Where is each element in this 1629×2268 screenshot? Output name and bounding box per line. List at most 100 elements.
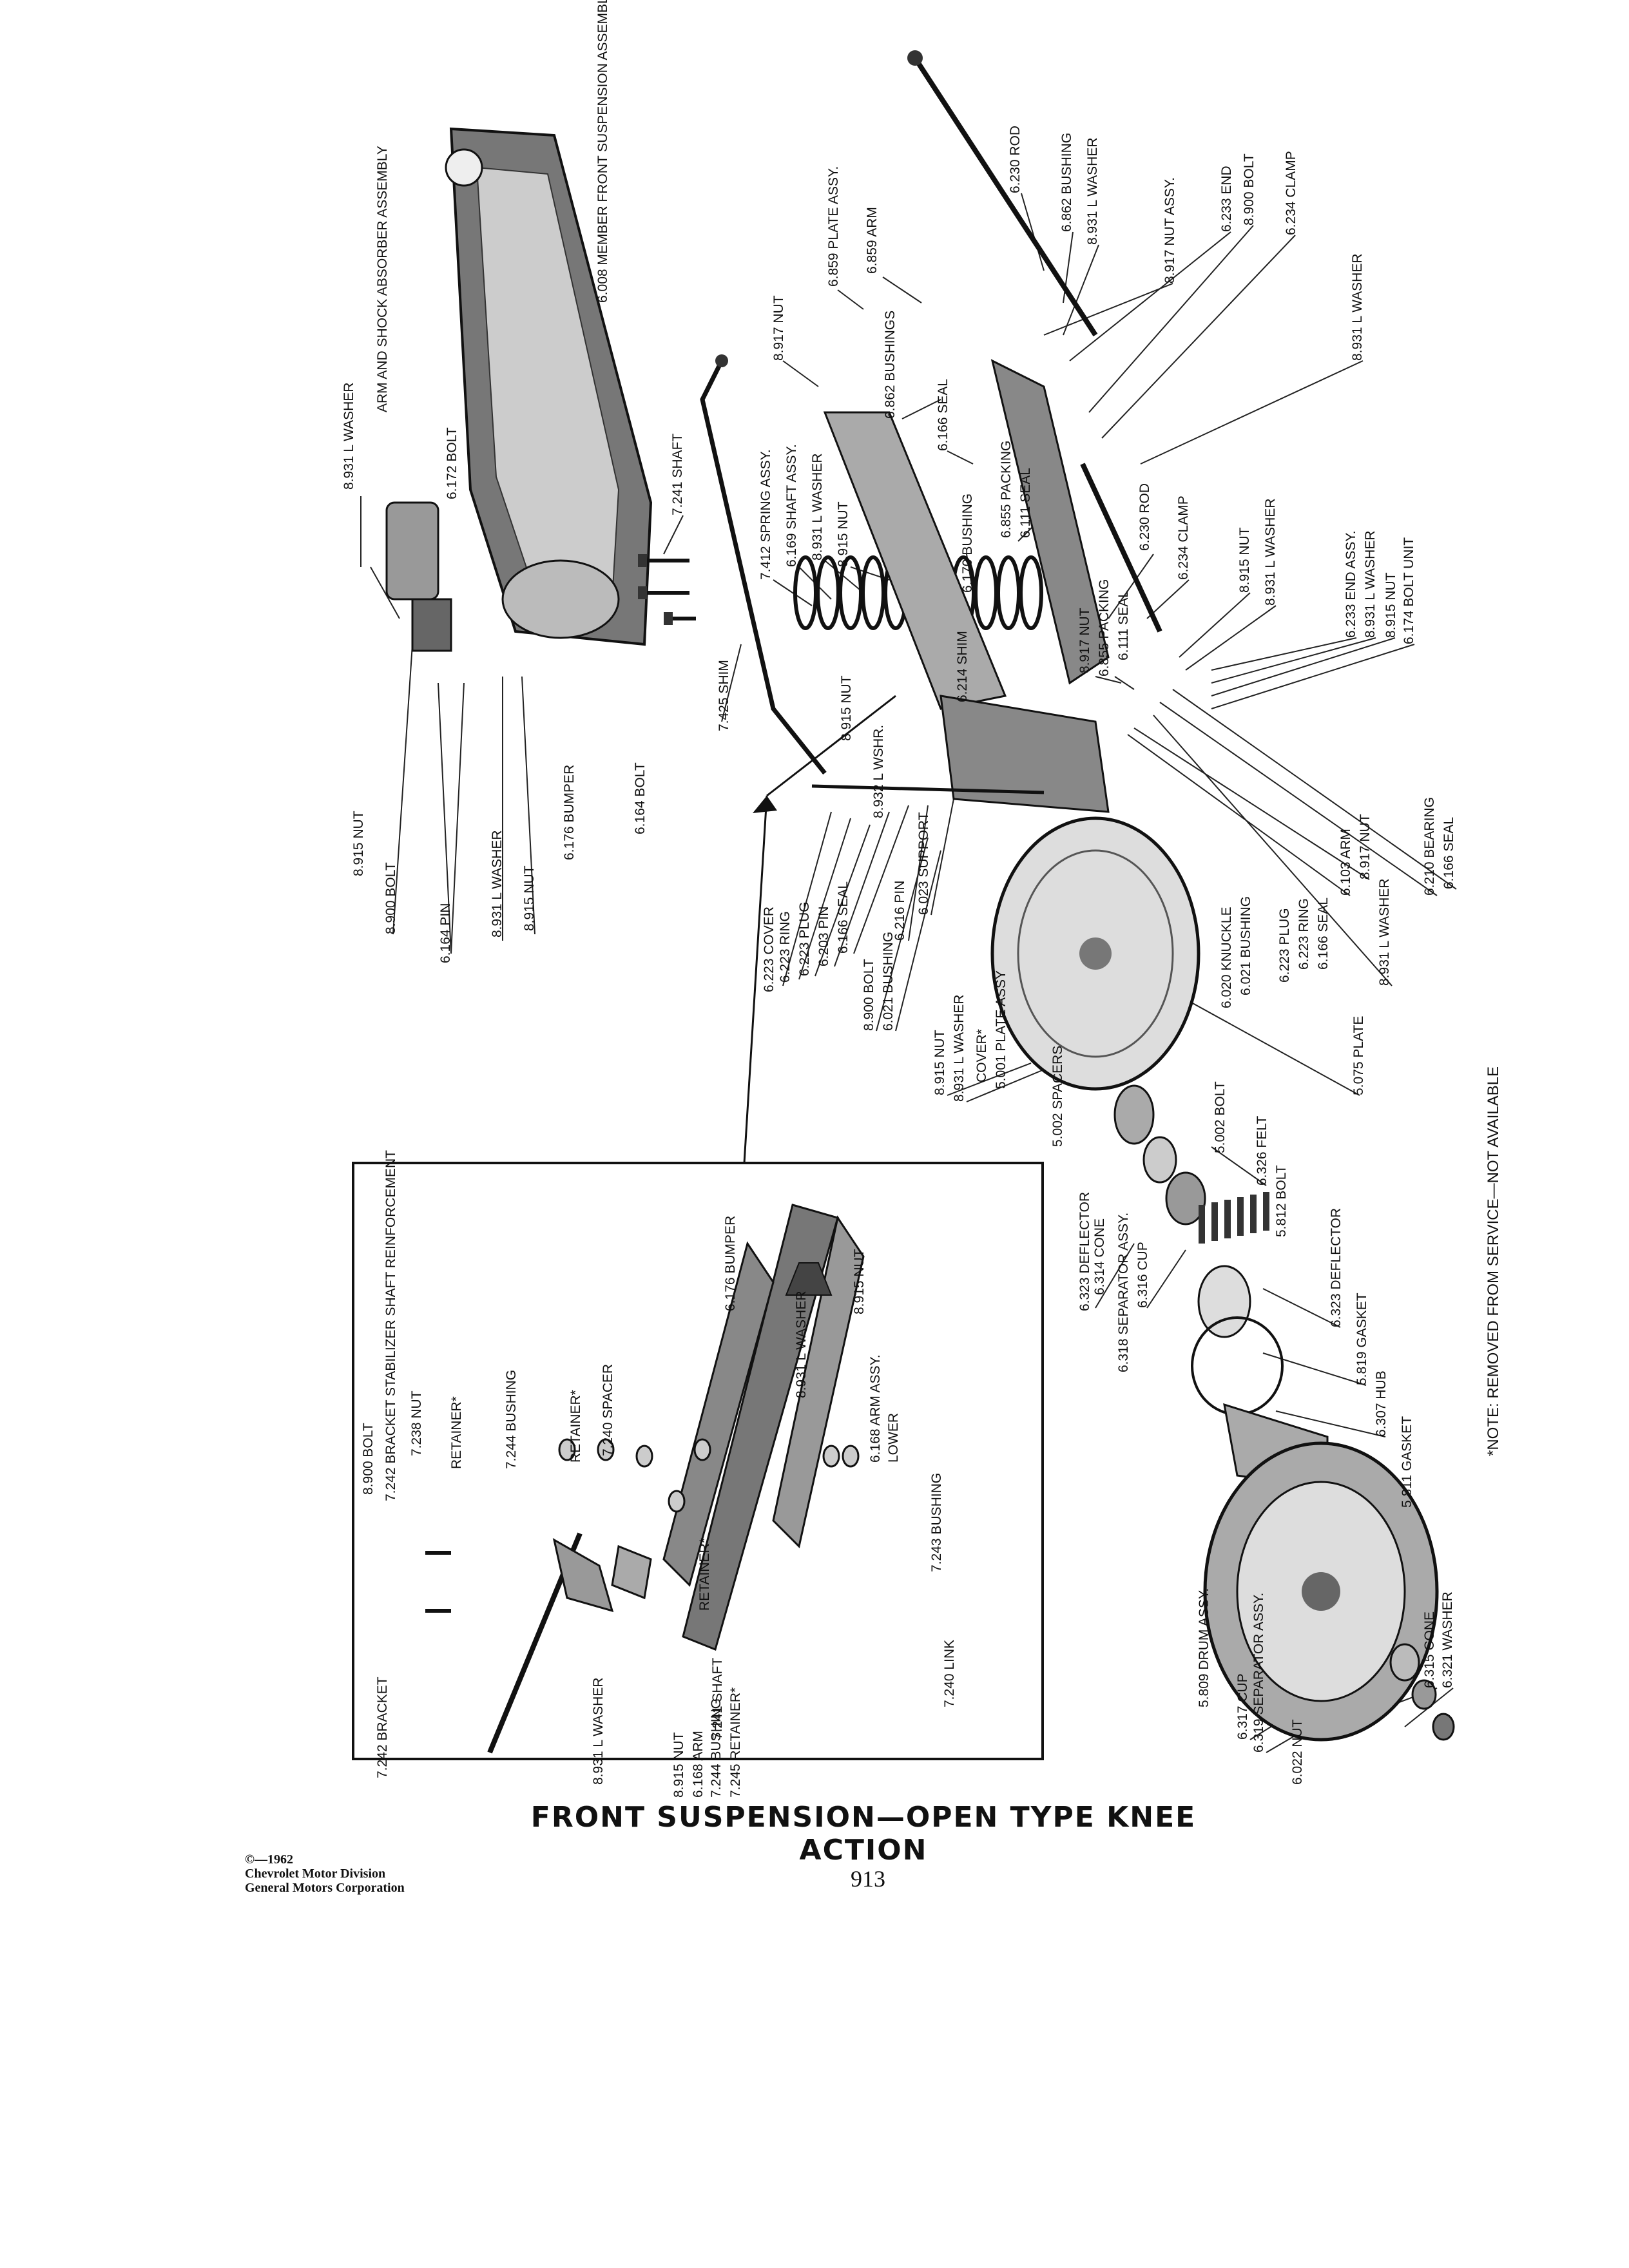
inset-part-label: 6.168 ARM xyxy=(691,1731,706,1798)
part-label: 6.176 BUMPER xyxy=(562,765,577,860)
part-label: 5.811 GASKET xyxy=(1400,1416,1414,1508)
leader-line xyxy=(370,566,400,619)
copyright-corporation: General Motors Corporation xyxy=(245,1881,405,1895)
inset-part-label: 6.176 BUMPER xyxy=(723,1216,738,1311)
part-label: 6.315 CONE xyxy=(1422,1611,1437,1688)
part-label: 8.915 NUT xyxy=(522,865,537,931)
leader-line xyxy=(1211,637,1357,671)
part-label: 6.174 BOLT UNIT xyxy=(1402,537,1416,644)
leader-line xyxy=(1211,644,1415,709)
leader-line xyxy=(1179,592,1251,658)
part-label: 8.900 BOLT xyxy=(862,959,876,1031)
part-label: 8.915 NUT xyxy=(839,675,854,741)
leader-line xyxy=(824,560,864,593)
part-label: 6.021 BUSHING xyxy=(1239,896,1253,995)
part-label: 6.166 SEAL xyxy=(836,881,851,954)
leader-line xyxy=(1101,235,1296,439)
leader-line xyxy=(438,682,452,954)
shock-absorber-drawing xyxy=(385,501,452,652)
leader-line xyxy=(1063,244,1099,336)
stabilizer-shaft-drawing xyxy=(700,354,827,775)
part-label: 5.819 GASKET xyxy=(1354,1293,1369,1385)
part-label: 8.931 L WASHER xyxy=(952,994,967,1102)
inset-part-label: 7.238 NUT xyxy=(409,1390,424,1456)
backing-plate-drawing xyxy=(990,816,1200,1091)
leader-line xyxy=(1095,1243,1135,1309)
leader-line xyxy=(901,399,941,419)
part-label: 7.412 SPRING ASSY. xyxy=(758,449,773,580)
leader-line xyxy=(773,579,813,606)
part-label: 8.917 NUT xyxy=(1077,608,1092,673)
part-label: 6.233 END ASSY. xyxy=(1344,530,1358,638)
inset-part-label: RETAINER* xyxy=(568,1390,583,1463)
part-label: 6.317 CUP xyxy=(1235,1673,1250,1740)
inset-bushings-drawing xyxy=(425,1438,860,1613)
leader-line xyxy=(1153,715,1393,986)
leader-line xyxy=(521,676,535,935)
leader-line xyxy=(882,276,922,303)
inset-part-label: 8.915 NUT xyxy=(852,1249,867,1314)
leader-line xyxy=(1043,283,1173,336)
part-label: 6.023 SUPPORT xyxy=(916,812,931,915)
part-label: 6.862 BUSHINGS xyxy=(883,311,898,419)
part-label: 6.234 CLAMP xyxy=(1176,495,1191,580)
leader-line xyxy=(1262,1288,1341,1328)
part-label: 8.931 L WASHER xyxy=(1377,878,1392,986)
part-label: 6.164 PIN xyxy=(438,903,453,963)
part-label: 8.915 NUT xyxy=(1237,527,1252,593)
leader-line xyxy=(1211,637,1396,697)
leader-line xyxy=(815,824,871,977)
inset-frame xyxy=(352,1162,1044,1760)
part-label: 6.169 SHAFT ASSY. xyxy=(784,444,799,567)
part-label: 8.915 NUT xyxy=(1383,572,1398,638)
part-label: 8.931 L WASHER xyxy=(342,382,356,490)
part-label: 6.210 BEARING xyxy=(1422,797,1437,896)
leader-line xyxy=(1159,702,1438,896)
part-label: 6.855 PACKING xyxy=(999,441,1014,538)
inset-part-label: 7.241 SHAFT xyxy=(710,1658,725,1740)
part-label: 6.223 COVER xyxy=(762,907,776,992)
leader-line xyxy=(1262,1352,1367,1386)
part-label: 6.859 PLATE ASSY. xyxy=(826,166,841,287)
part-label: 5.812 BOLT xyxy=(1274,1165,1289,1237)
leader-line xyxy=(782,360,819,387)
inset-part-label: 8.915 NUT xyxy=(671,1732,686,1798)
part-label: 8.932 L WSHR. xyxy=(871,725,886,818)
leader-line xyxy=(1146,579,1190,619)
leader-lines xyxy=(360,193,1457,1753)
tie-rod-drawing xyxy=(907,50,1162,633)
service-note: *NOTE: REMOVED FROM SERVICE—NOT AVAILABL… xyxy=(1485,1066,1502,1456)
part-label: 6.230 ROD xyxy=(1137,483,1152,551)
leader-line xyxy=(1095,676,1122,684)
inset-part-label: RETAINER* xyxy=(697,1538,712,1611)
leader-line xyxy=(798,818,851,980)
part-label: 6.170 BUSHING xyxy=(960,494,975,593)
part-label: 8.931 L WASHER xyxy=(1363,530,1378,638)
leader-line xyxy=(721,644,742,722)
leader-line xyxy=(947,1062,1032,1096)
part-label: 6.855 PACKING xyxy=(1097,579,1112,677)
leader-line xyxy=(834,811,890,967)
part-label: 8.931 L WASHER xyxy=(1263,498,1278,606)
leader-line xyxy=(1088,225,1254,413)
part-label: 8.915 NUT xyxy=(836,501,851,567)
part-label: 6.230 ROD xyxy=(1008,126,1023,193)
inset-shaft-drawing xyxy=(487,1532,652,1754)
leader-line xyxy=(837,289,864,310)
inset-part-label: 7.240 SPACER xyxy=(601,1364,615,1456)
part-label: 8.917 NUT xyxy=(1358,814,1373,879)
part-label: 6.318 SEPARATOR ASSY. xyxy=(1116,1213,1131,1372)
leader-line xyxy=(1133,727,1370,880)
part-label: 6.326 FELT xyxy=(1255,1116,1269,1186)
leader-line xyxy=(895,850,941,1032)
inset-part-label: 7.245 RETAINER* xyxy=(728,1687,743,1798)
copyright-year: ©—1962 xyxy=(245,1852,293,1867)
part-label: 6.223 PLUG xyxy=(797,901,812,976)
leader-line xyxy=(1172,689,1457,890)
leader-line xyxy=(1146,1249,1186,1309)
part-label: 6.214 SHIM xyxy=(955,631,970,702)
part-label: 6.111 SEAL xyxy=(1116,590,1131,660)
copyright-block: ©—1962 Chevrolet Motor Division General … xyxy=(245,1852,405,1895)
part-label: 6.323 DEFLECTOR xyxy=(1077,1192,1092,1311)
